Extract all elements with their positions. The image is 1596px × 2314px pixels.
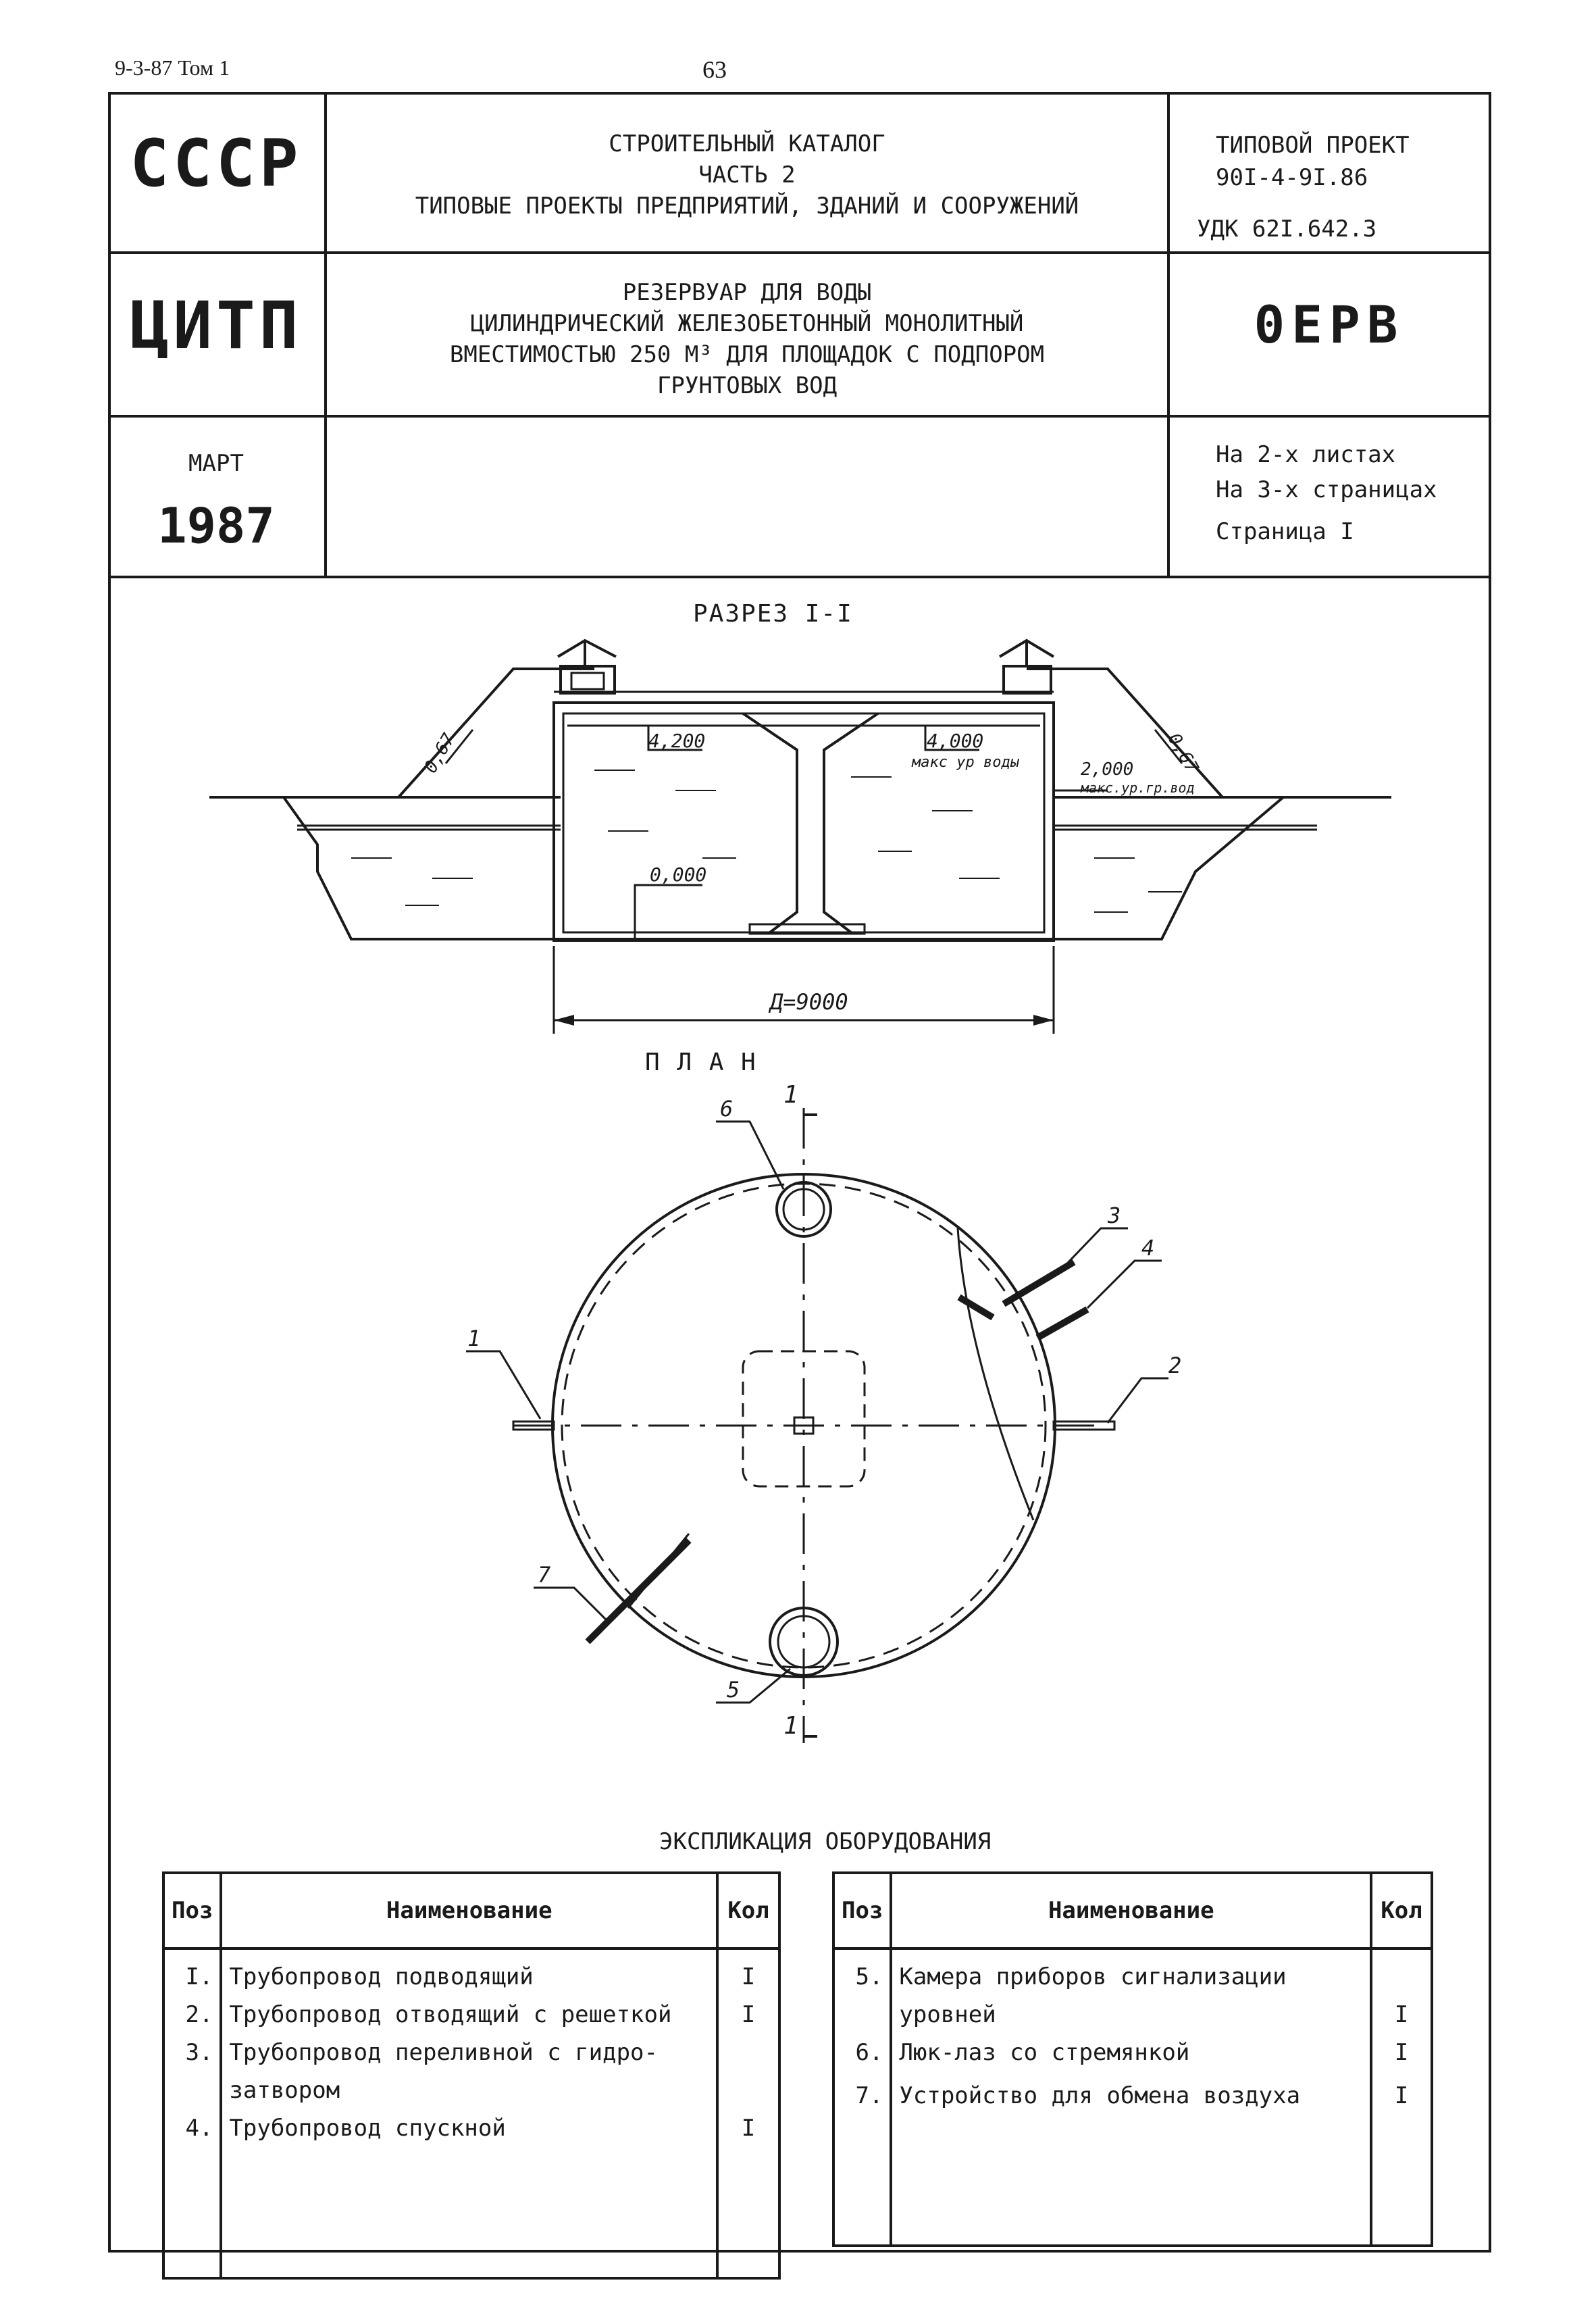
- table-cell: [161, 2071, 223, 2109]
- plan-label-2: 2: [1168, 1353, 1182, 1378]
- table-cell: [890, 2071, 1373, 2077]
- col-pos: Поз: [161, 1871, 223, 1950]
- table-cell: 3.: [161, 2034, 223, 2071]
- table-cell: 7.: [831, 2077, 893, 2247]
- level-2000: 2,000: [1081, 759, 1134, 780]
- table-cell: Трубопровод отводящий с решеткой: [220, 1996, 719, 2034]
- section-drawing: [209, 638, 1391, 1034]
- page-label: Страница I: [1216, 518, 1354, 545]
- plan-drawing: [466, 1108, 1168, 1743]
- issue-month: МАРТ: [188, 450, 244, 477]
- col-name: Наименование: [890, 1871, 1373, 1950]
- table-cell: затвором: [220, 2071, 719, 2109]
- issue-year: 1987: [157, 497, 275, 554]
- table-cell: 5.: [831, 1948, 893, 1996]
- plan-label-5: 5: [727, 1677, 740, 1703]
- table-cell: Трубопровод переливной с гидро-: [220, 2034, 719, 2071]
- table-cell: I: [716, 1948, 781, 1996]
- max-water-label: макс ур воды: [912, 754, 1019, 771]
- document-reference: 9-3-87 Том 1: [115, 55, 230, 80]
- section-title: РАЗРЕЗ I-I: [693, 600, 853, 628]
- sheet-count: На 2-х листах: [1216, 441, 1396, 468]
- catalog-title: СТРОИТЕЛЬНЫЙ КАТАЛОГ ЧАСТЬ 2 ТИПОВЫЕ ПРО…: [415, 130, 1079, 220]
- table-cell: уровней: [890, 1996, 1373, 2034]
- table-cell: 4.: [161, 2109, 223, 2280]
- table-cell: 6.: [831, 2034, 893, 2071]
- page-number: 63: [702, 56, 727, 83]
- project-number: 90I-4-9I.86: [1216, 164, 1368, 191]
- title-block: СССР ЦИТП МАРТ 1987 СТРОИТЕЛЬНЫЙ КАТАЛОГ…: [108, 92, 1491, 578]
- explication-table-right: Поз Наименование Кол 5.Камера приборов с…: [831, 1871, 1433, 2247]
- table-cell: Устройство для обмена воздуха: [890, 2077, 1373, 2247]
- plan-title: П Л А Н: [645, 1049, 757, 1076]
- table-cell: Трубопровод спускной: [220, 2109, 719, 2280]
- table-cell: [831, 1996, 893, 2034]
- catalog-code: 0ЕРВ: [1254, 295, 1405, 355]
- table-cell: [1370, 2071, 1433, 2077]
- table-cell: I: [1370, 2034, 1433, 2071]
- project-label: ТИПОВОЙ ПРОЕКТ: [1216, 132, 1410, 159]
- col-qty: Кол: [716, 1871, 781, 1950]
- plan-label-4: 4: [1141, 1235, 1155, 1261]
- col-name: Наименование: [220, 1871, 719, 1950]
- level-0000: 0,000: [650, 863, 707, 886]
- table-cell: [1370, 1948, 1433, 1996]
- level-4000: 4,000: [927, 730, 984, 752]
- explication-title: ЭКСПЛИКАЦИЯ ОБОРУДОВАНИЯ: [659, 1828, 992, 1855]
- table-cell: Люк-лаз со стремянкой: [890, 2034, 1373, 2071]
- drawing-frame: [108, 92, 1491, 2253]
- plan-label-6: 6: [720, 1096, 733, 1122]
- table-cell: [716, 2071, 781, 2109]
- table-cell: I: [716, 1996, 781, 2034]
- plan-label-3: 3: [1108, 1203, 1121, 1228]
- org-ussr: СССР: [130, 126, 303, 201]
- table-cell: Трубопровод подводящий: [220, 1948, 719, 1996]
- table-cell: I: [716, 2109, 781, 2280]
- project-title: РЕЗЕРВУАР ДЛЯ ВОДЫ ЦИЛИНДРИЧЕСКИЙ ЖЕЛЕЗО…: [449, 279, 1045, 399]
- tank-diameter: Д=9000: [770, 989, 848, 1015]
- cut-mark-bottom: 1: [783, 1712, 798, 1740]
- table-cell: [831, 2071, 893, 2077]
- table-cell: I: [1370, 1996, 1433, 2034]
- table-cell: [716, 2034, 781, 2071]
- table-cell: I: [1370, 2077, 1433, 2247]
- col-qty: Кол: [1370, 1871, 1433, 1950]
- explication-table-left: Поз Наименование Кол I.Трубопровод подво…: [161, 1871, 781, 2280]
- udk-code: УДК 62I.642.3: [1197, 216, 1377, 243]
- table-cell: I.: [161, 1948, 223, 1996]
- level-4200: 4,200: [648, 730, 706, 752]
- cut-mark-top: 1: [783, 1081, 798, 1109]
- page-count: На 3-х страницах: [1216, 476, 1437, 503]
- col-pos: Поз: [831, 1871, 893, 1950]
- table-cell: Камера приборов сигнализации: [890, 1948, 1373, 1996]
- table-cell: 2.: [161, 1996, 223, 2034]
- plan-label-1: 1: [467, 1326, 481, 1351]
- org-citp: ЦИТП: [130, 288, 303, 363]
- plan-label-7: 7: [538, 1562, 551, 1588]
- max-ground-label: макс.ур.гр.вод: [1081, 780, 1195, 796]
